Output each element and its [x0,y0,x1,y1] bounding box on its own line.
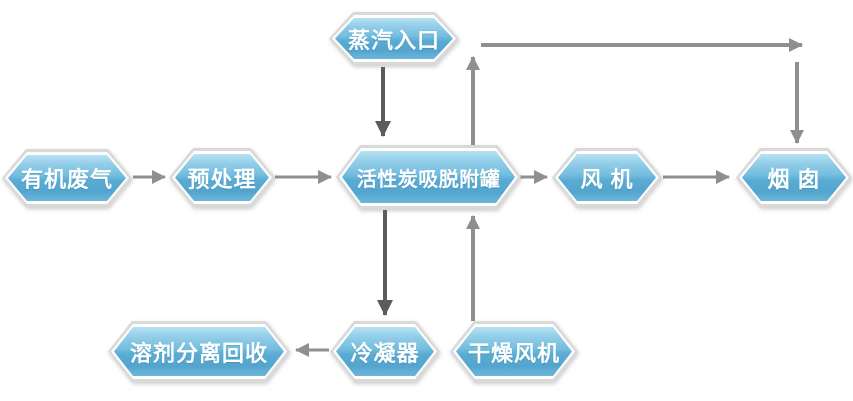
node-organic-waste-gas: 有机废气 [2,149,132,207]
node-pretreatment: 预处理 [169,148,275,207]
node-chimney: 烟 囱 [736,148,852,207]
node-label: 预处理 [187,166,257,192]
node-label: 有机废气 [20,167,113,192]
hexagon-fill: 风 机 [558,154,656,201]
hexagon-fill: 蒸汽入口 [335,18,453,59]
node-steam-inlet: 蒸汽入口 [329,12,459,65]
node-label: 冷凝器 [350,340,420,366]
hexagon-fill: 冷凝器 [336,327,434,376]
hexagon-fill: 活性炭吸脱附罐 [342,151,515,203]
node-condenser: 冷凝器 [330,321,440,382]
node-label: 溶剂分离回收 [129,340,268,366]
node-label: 活性炭吸脱附罐 [356,168,501,191]
node-label: 蒸汽入口 [347,27,440,53]
node-drying-fan: 干燥风机 [450,321,578,382]
node-label: 干燥风机 [467,340,560,366]
node-label: 风 机 [580,166,634,192]
hexagon-fill: 预处理 [175,154,269,201]
hexagon-fill: 溶剂分离回收 [114,327,284,376]
hexagon-fill: 干燥风机 [456,327,572,376]
hexagon-fill: 烟 囱 [742,154,846,201]
node-solvent-recovery: 溶剂分离回收 [108,321,290,382]
node-fan: 风 机 [552,148,662,207]
hexagon-fill: 有机废气 [8,155,126,201]
node-carbon-adsorption-tank: 活性炭吸脱附罐 [336,145,521,209]
node-label: 烟 囱 [767,166,821,192]
